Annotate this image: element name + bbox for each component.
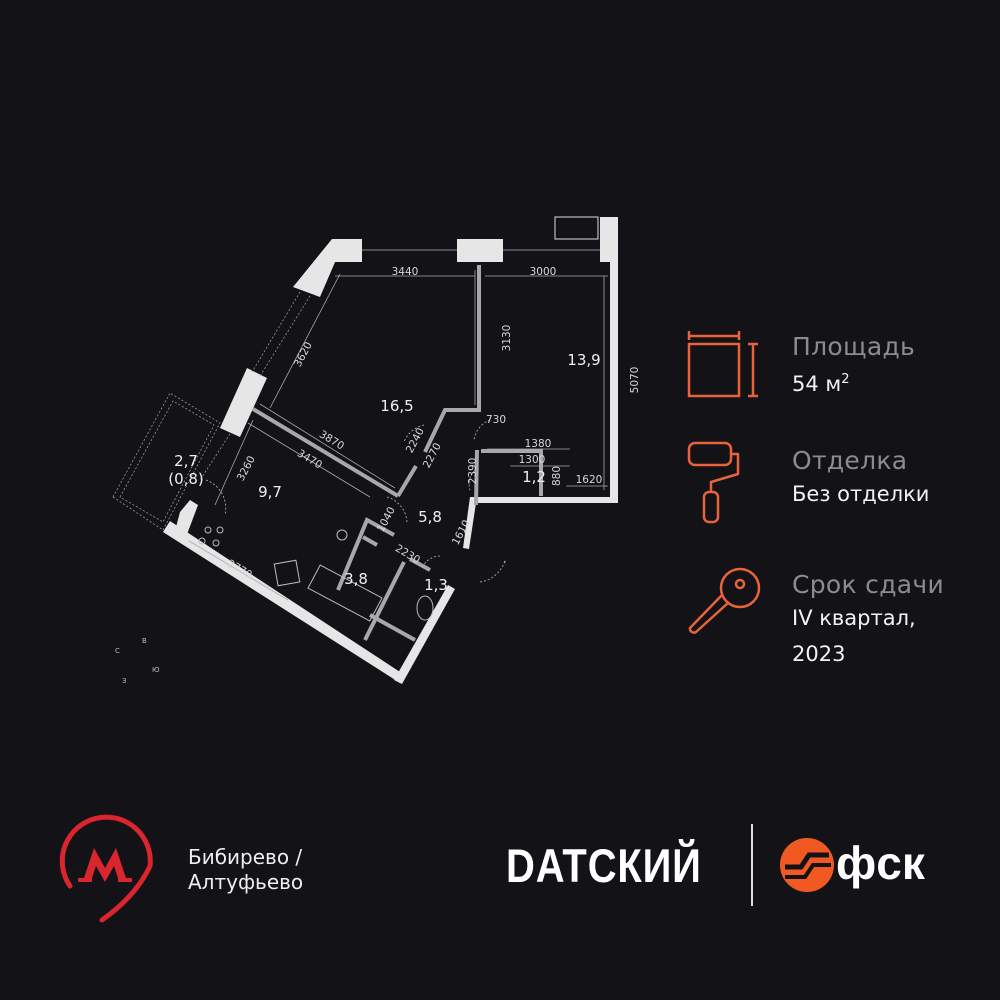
delivery-value-line1: IV квартал, [792, 606, 916, 630]
paint-roller-icon [687, 441, 740, 524]
metro-station-line2: Алтуфьево [188, 870, 304, 894]
room-area: 13,9 [567, 351, 600, 369]
compass: С В Ю З [115, 637, 160, 685]
dimension-label: 3440 [392, 266, 419, 278]
dimension-label: 5070 [629, 367, 641, 394]
room-area: 5,8 [418, 508, 442, 526]
room-area: 3,8 [344, 570, 368, 588]
dimension-label: 730 [486, 414, 506, 426]
dimension-label: 3260 [235, 454, 258, 483]
area-unit-sup: 2 [841, 372, 850, 387]
compass-south: Ю [152, 666, 160, 674]
dimension-label: 1380 [525, 438, 552, 450]
dimension-label: 3130 [501, 325, 513, 352]
dimension-label: 3620 [292, 340, 315, 369]
vent-box [554, 216, 599, 240]
dimension-label: 880 [551, 466, 563, 486]
fsk-logo-icon [780, 838, 834, 892]
room-area: 16,5 [380, 397, 413, 415]
room-area: 2,7 [174, 452, 198, 470]
key-icon [688, 567, 761, 634]
balcony-outline [112, 392, 221, 531]
area-value-text: 54 м [792, 372, 842, 396]
bathtub [307, 564, 383, 622]
metro-station-line1: Бибирево / [188, 845, 303, 869]
brand-logo: DATСКИЙ [506, 839, 702, 892]
window-block [220, 368, 267, 437]
door-swings [205, 419, 506, 583]
dimension-label: 2390 [467, 458, 479, 485]
dimension-label: 3000 [530, 266, 557, 278]
area-label: Площадь [792, 332, 916, 361]
delivery-value-line2: 2023 [792, 642, 846, 666]
compass-north: С [115, 647, 120, 655]
dimension-label: 2270 [421, 441, 444, 470]
room-area: 1,3 [424, 576, 448, 594]
delivery-label: Срок сдачи [792, 570, 945, 599]
finish-value: Без отделки [792, 482, 930, 506]
dimension-label: 1300 [519, 454, 546, 466]
wall-block [293, 239, 345, 297]
finish-label: Отделка [792, 446, 908, 475]
fixtures [198, 526, 434, 622]
compass-east: В [142, 637, 147, 645]
metro-logo-icon [59, 814, 153, 923]
toilet [416, 595, 434, 621]
sink [273, 559, 301, 587]
dimension-label: 1040 [375, 505, 398, 534]
stove [336, 529, 348, 541]
dimension-label: 1620 [576, 474, 603, 486]
outer-walls [163, 217, 618, 684]
developer-logo: фск [836, 837, 925, 889]
window-block [457, 239, 503, 262]
room-area: 9,7 [258, 483, 282, 501]
interior-walls [251, 265, 543, 642]
divider [751, 824, 753, 906]
wall-block [600, 217, 618, 262]
area-value: 54 м2 [792, 372, 850, 396]
window-lines [112, 291, 311, 531]
dimension-label: 2230 [393, 542, 422, 566]
room-area: 1,2 [522, 468, 546, 486]
compass-west: З [122, 677, 127, 685]
area-icon [687, 331, 758, 398]
room-area-sub: (0,8) [168, 470, 204, 488]
dimension-lines [188, 270, 608, 601]
